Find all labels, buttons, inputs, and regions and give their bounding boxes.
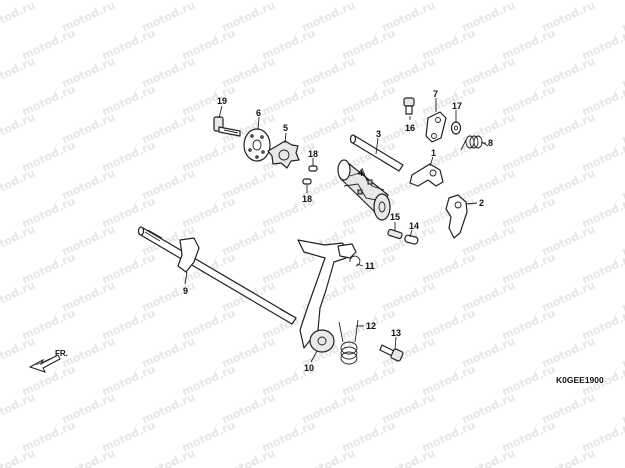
part-12-spring[interactable] [338, 319, 359, 365]
part-2-shift-fork[interactable] [445, 194, 468, 239]
diagram-code: K0GEE1900 [556, 375, 604, 385]
callout-14: 14 [409, 221, 419, 231]
callout-16: 16 [405, 123, 415, 133]
part-1-shift-fork[interactable] [409, 163, 444, 187]
callout-17: 17 [452, 101, 462, 111]
part-4-shift-drum[interactable] [337, 159, 391, 221]
callout-18-upper: 18 [308, 149, 318, 159]
callout-4: 4 [358, 168, 363, 178]
part-10-gearshift-arm[interactable] [297, 239, 357, 353]
part-3-shaft[interactable] [349, 134, 404, 172]
callout-1: 1 [431, 148, 436, 158]
callout-2: 2 [479, 198, 484, 208]
part-7-plate[interactable] [425, 111, 447, 143]
callout-13: 13 [391, 328, 401, 338]
callout-10: 10 [304, 363, 314, 373]
part-9-gearshift-spindle[interactable] [137, 226, 297, 325]
callout-19: 19 [217, 96, 227, 106]
callout-3: 3 [376, 129, 381, 139]
part-18-pin-upper[interactable] [308, 165, 318, 172]
callout-8: 8 [488, 138, 493, 148]
part-16-bolt[interactable] [403, 97, 415, 115]
part-13-bolt[interactable] [379, 344, 404, 362]
part-14-pin[interactable] [404, 234, 419, 245]
leader-lines [184, 98, 486, 363]
callout-12: 12 [366, 321, 376, 331]
callout-11: 11 [365, 261, 375, 271]
part-15-pin[interactable] [387, 228, 403, 240]
callout-7: 7 [433, 89, 438, 99]
callout-5: 5 [283, 123, 288, 133]
part-17-washer[interactable] [450, 121, 462, 135]
part-5-star-plate[interactable] [267, 140, 300, 169]
part-6-washer-plate[interactable] [243, 128, 271, 162]
part-19-bolt[interactable] [213, 116, 241, 137]
callout-15: 15 [390, 212, 400, 222]
part-18-pin-lower[interactable] [302, 178, 312, 185]
callout-18-lower: 18 [302, 194, 312, 204]
callout-9: 9 [183, 286, 188, 296]
front-label: FR. [55, 349, 68, 358]
front-direction-arrow [28, 354, 61, 373]
callout-6: 6 [256, 108, 261, 118]
